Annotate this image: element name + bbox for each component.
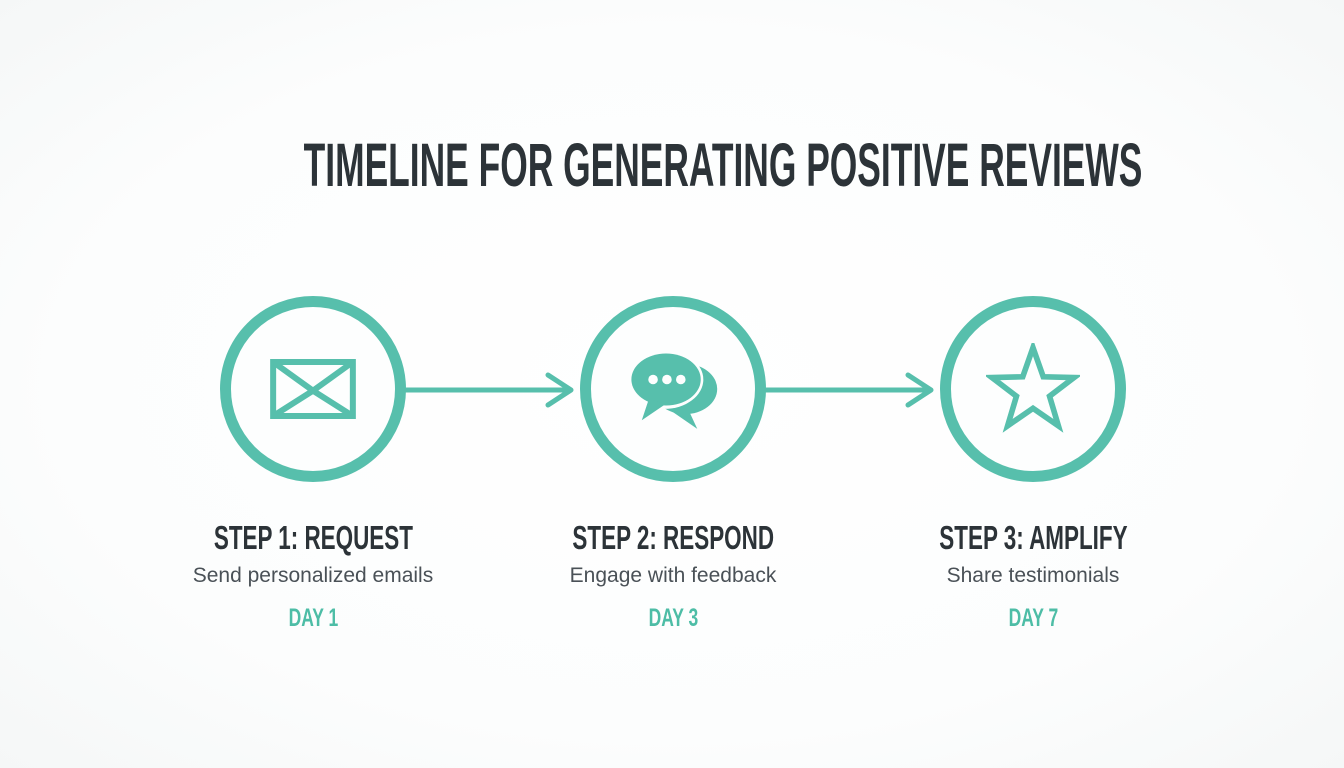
step-1-subtitle: Send personalized emails bbox=[192, 564, 434, 587]
step-3-day-label: DAY 7 bbox=[1008, 604, 1058, 632]
step-2-circle-badge bbox=[580, 296, 766, 482]
step-2-day-label: DAY 3 bbox=[648, 604, 698, 632]
step-3-amplify: STEP 3: AMPLIFY Share testimonials DAY 7 bbox=[868, 296, 1198, 631]
step-3-title: STEP 3: AMPLIFY bbox=[938, 519, 1128, 556]
step-2-respond: STEP 2: RESPOND Engage with feedback DAY… bbox=[508, 296, 838, 631]
star-icon bbox=[986, 343, 1080, 435]
step-1-day-label: DAY 1 bbox=[288, 604, 338, 632]
step-2-subtitle: Engage with feedback bbox=[569, 564, 777, 587]
step-3-subtitle: Share testimonials bbox=[946, 564, 1120, 587]
envelope-icon bbox=[270, 359, 356, 419]
step-2-title: STEP 2: RESPOND bbox=[572, 519, 774, 556]
step-1-title: STEP 1: REQUEST bbox=[213, 519, 413, 556]
step-1-request: STEP 1: REQUEST Send personalized emails… bbox=[148, 296, 478, 631]
arrow-right-icon-2 bbox=[762, 368, 942, 412]
step-3-circle-badge bbox=[940, 296, 1126, 482]
page-title-text: TIMELINE FOR GENERATING POSITIVE REVIEWS bbox=[303, 131, 1143, 199]
chat-bubbles-icon bbox=[621, 343, 725, 435]
page-title: TIMELINE FOR GENERATING POSITIVE REVIEWS bbox=[0, 134, 1344, 196]
arrow-right-icon-1 bbox=[402, 368, 582, 412]
step-1-circle-badge bbox=[220, 296, 406, 482]
